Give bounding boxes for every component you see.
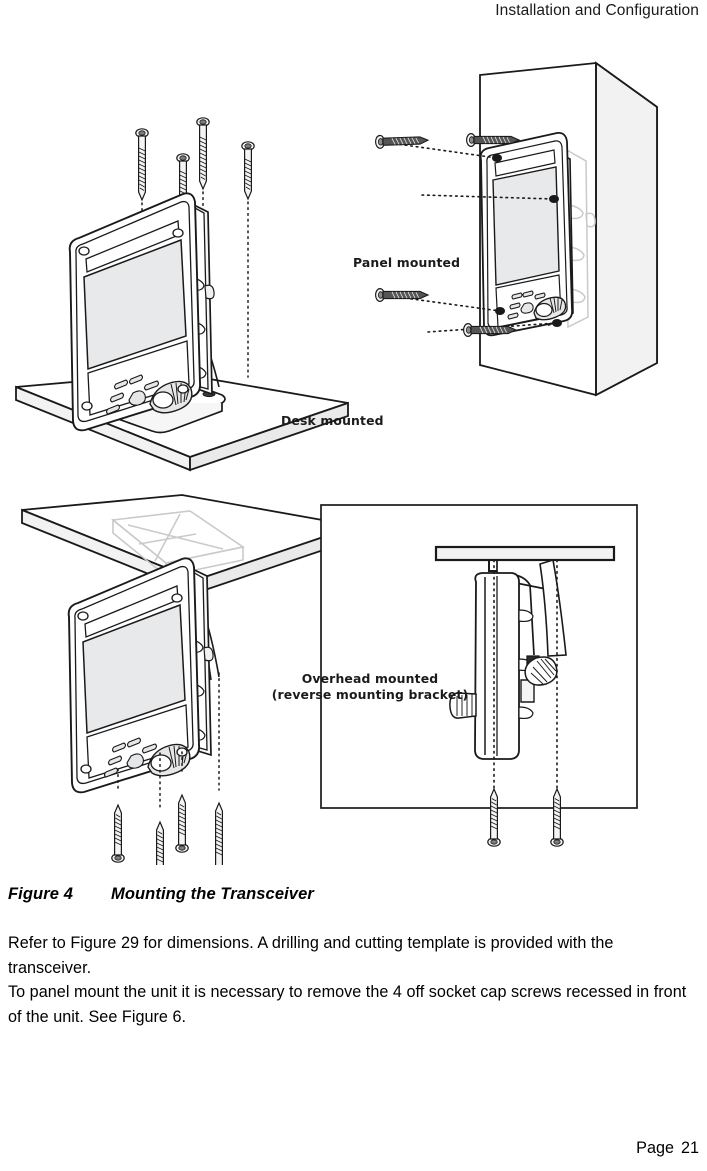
running-header: Installation and Configuration: [495, 2, 699, 19]
figure-caption: Figure 4 Mounting the Transceiver: [8, 885, 314, 904]
callout-overhead-line-1: Overhead mounted: [301, 671, 439, 686]
body-paragraph-1: Refer to Figure 29 for dimensions. A dri…: [8, 934, 614, 977]
page-footer: Page 21: [0, 1139, 699, 1158]
inset-screw-group: [487, 559, 564, 847]
callout-panel-mounted: Panel mounted: [353, 255, 461, 270]
overhead-screw-group: [111, 672, 226, 865]
rotary-knob-desk: [149, 380, 193, 414]
transceiver-unit-panel: [479, 132, 574, 337]
inset-rotary-knob: [449, 692, 477, 719]
panel-screw-group: [374, 133, 558, 337]
overhead-mounted-illustration: [21, 494, 357, 865]
callout-overhead-mounted: Overhead mounted (reverse mounting brack…: [268, 671, 472, 703]
inset-deckhead: [434, 545, 616, 562]
transceiver-unit-overhead: [67, 557, 214, 794]
mounting-diagram-svg: [15, 61, 658, 865]
figure-caption-title: Mounting the Transceiver: [110, 885, 314, 903]
footer-page-number: 21: [680, 1139, 699, 1157]
callout-desk-mounted: Desk mounted: [281, 413, 384, 428]
body-paragraph-2: To panel mount the unit it is necessary …: [8, 983, 687, 1026]
panel-mounted-illustration: [374, 61, 658, 397]
inset-clamp-knob: [524, 656, 558, 686]
transceiver-unit-desk: [68, 192, 215, 432]
rotary-knob-panel: [533, 296, 567, 321]
figure-caption-number: Figure 4: [8, 885, 73, 903]
figure-illustration: Panel mounted Desk mounted Overhead moun…: [0, 55, 707, 865]
callout-overhead-line-2: (reverse mounting bracket): [271, 687, 469, 702]
overhead-side-elevation-inset: [320, 504, 638, 847]
inset-transceiver-side: [449, 572, 558, 760]
desk-mounted-illustration: [15, 117, 349, 472]
footer-page-label: Page: [636, 1139, 674, 1157]
